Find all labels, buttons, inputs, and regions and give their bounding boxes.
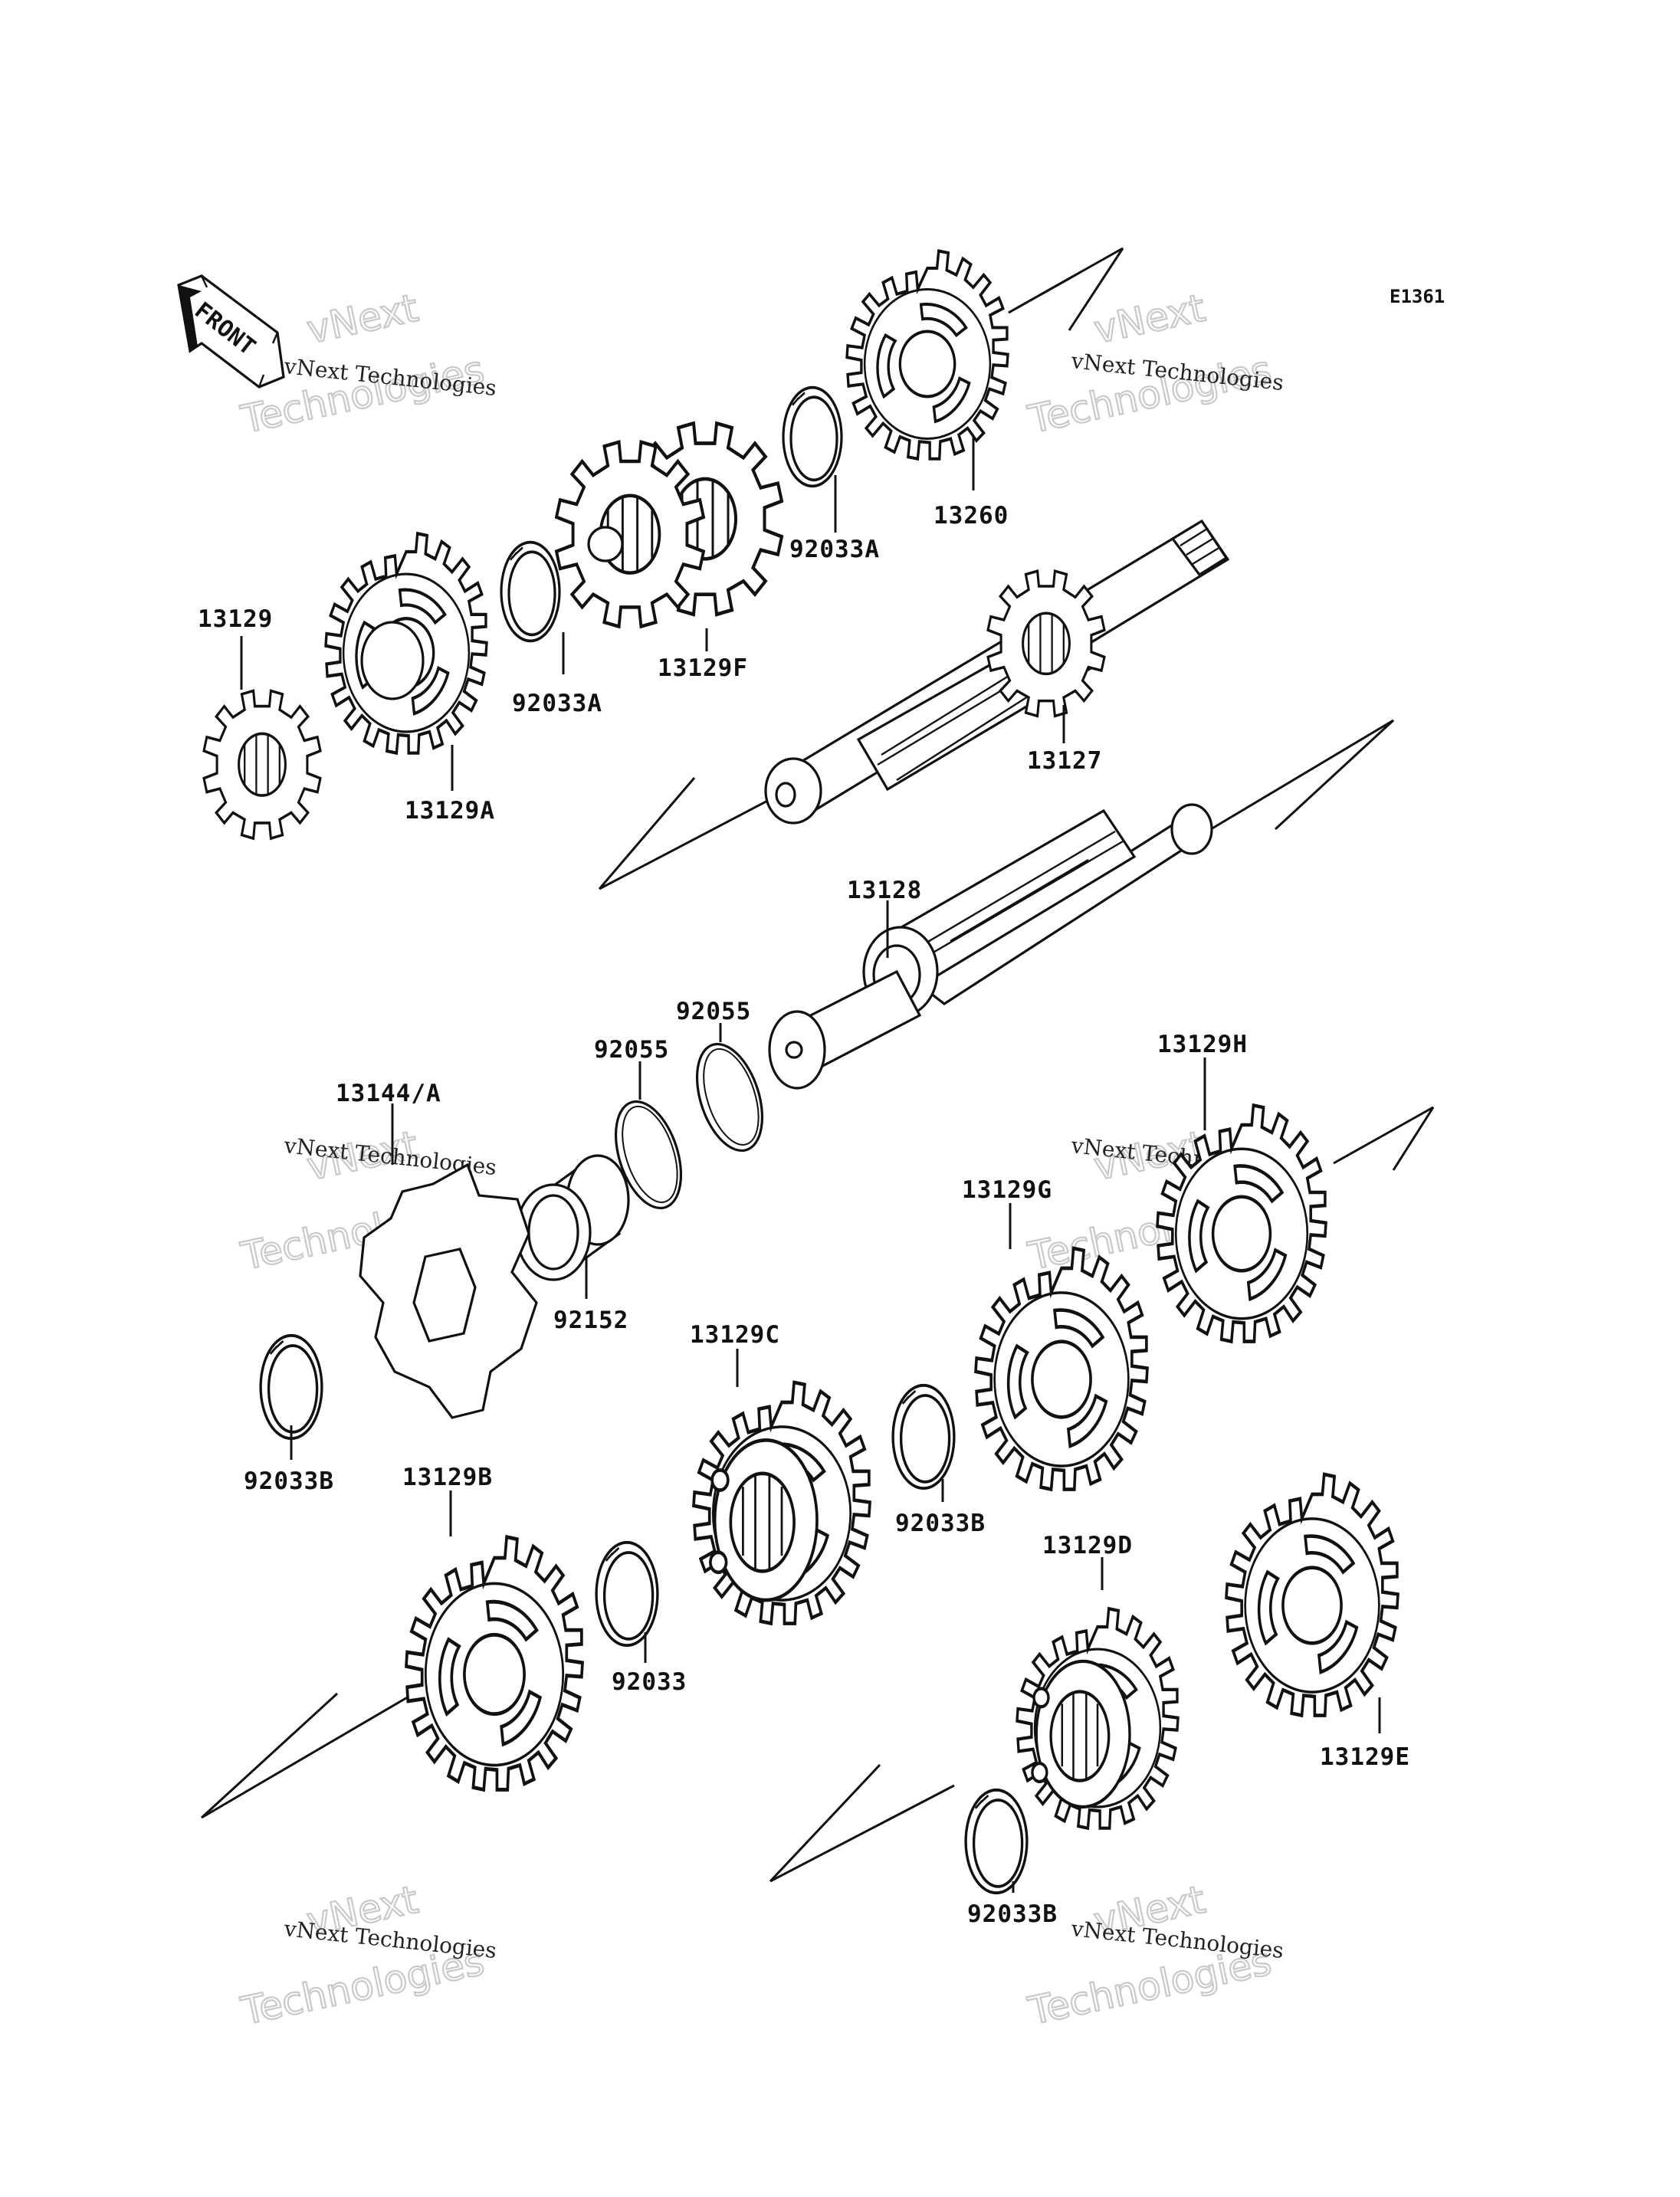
part-92033b-mid	[891, 1383, 956, 1490]
label-92033b-mid: 92033B	[895, 1510, 986, 1537]
diagram-code: E1361	[1390, 286, 1445, 307]
label-13260: 13260	[934, 502, 1009, 530]
part-13129a	[326, 533, 487, 753]
part-13128-shaft	[768, 803, 1213, 1090]
label-13129a: 13129A	[405, 797, 495, 825]
label-92033: 92033	[612, 1668, 687, 1696]
part-13129f	[556, 423, 782, 626]
part-13129	[202, 689, 322, 840]
axis-lines	[200, 247, 1435, 1883]
leader-lines	[240, 437, 1381, 1893]
label-13129g: 13129G	[962, 1176, 1052, 1204]
part-13127-shaft	[764, 519, 1230, 825]
part-13144a-sprocket	[359, 1162, 538, 1419]
label-13129e: 13129E	[1320, 1743, 1410, 1771]
label-13127: 13127	[1027, 747, 1102, 775]
label-92152: 92152	[553, 1307, 628, 1334]
label-13144a: 13144/A	[336, 1080, 441, 1107]
part-92033a-lower	[500, 540, 561, 643]
label-92055-left: 92055	[594, 1036, 669, 1064]
watermark-brand: vNext	[303, 286, 422, 353]
part-13129g	[976, 1248, 1147, 1490]
watermark-top-right: vNext Technologies vNext Technologies	[1023, 285, 1285, 444]
label-13129f: 13129F	[658, 654, 748, 682]
part-labels: 13260 92033A 13129F 92033A 13129 13129A …	[198, 502, 1410, 1928]
part-13129e	[1226, 1474, 1398, 1716]
front-arrow-icon: FRONT	[177, 274, 285, 389]
label-92055-right: 92055	[676, 998, 751, 1025]
part-13260	[845, 249, 1009, 461]
part-92033a-upper	[782, 385, 843, 488]
label-92033b-bottom: 92033B	[967, 1900, 1058, 1928]
watermark-bottom-left: vNext Technologies vNext Technologies	[236, 1877, 497, 2035]
part-92055-right	[684, 1035, 776, 1160]
part-92033	[595, 1540, 659, 1648]
part-92033b-left	[259, 1333, 323, 1441]
label-13129: 13129	[198, 605, 273, 633]
watermark-brand: vNext	[1090, 286, 1209, 353]
part-13129b	[406, 1537, 582, 1790]
label-13129h: 13129H	[1157, 1031, 1248, 1058]
label-13129b: 13129B	[402, 1464, 493, 1491]
part-92152	[515, 1154, 630, 1281]
label-13129d: 13129D	[1042, 1532, 1133, 1559]
part-13129c	[694, 1382, 870, 1624]
part-92033b-bottom	[964, 1788, 1029, 1895]
label-13128: 13128	[847, 877, 922, 904]
label-92033a-lower: 92033A	[512, 690, 602, 717]
part-13129d	[1017, 1608, 1178, 1828]
label-92033a-upper: 92033A	[789, 536, 880, 563]
label-13129c: 13129C	[690, 1321, 780, 1349]
label-92033b-left: 92033B	[244, 1467, 334, 1495]
watermark-bottom-right: vNext Technologies vNext Technologies	[1023, 1877, 1285, 2035]
